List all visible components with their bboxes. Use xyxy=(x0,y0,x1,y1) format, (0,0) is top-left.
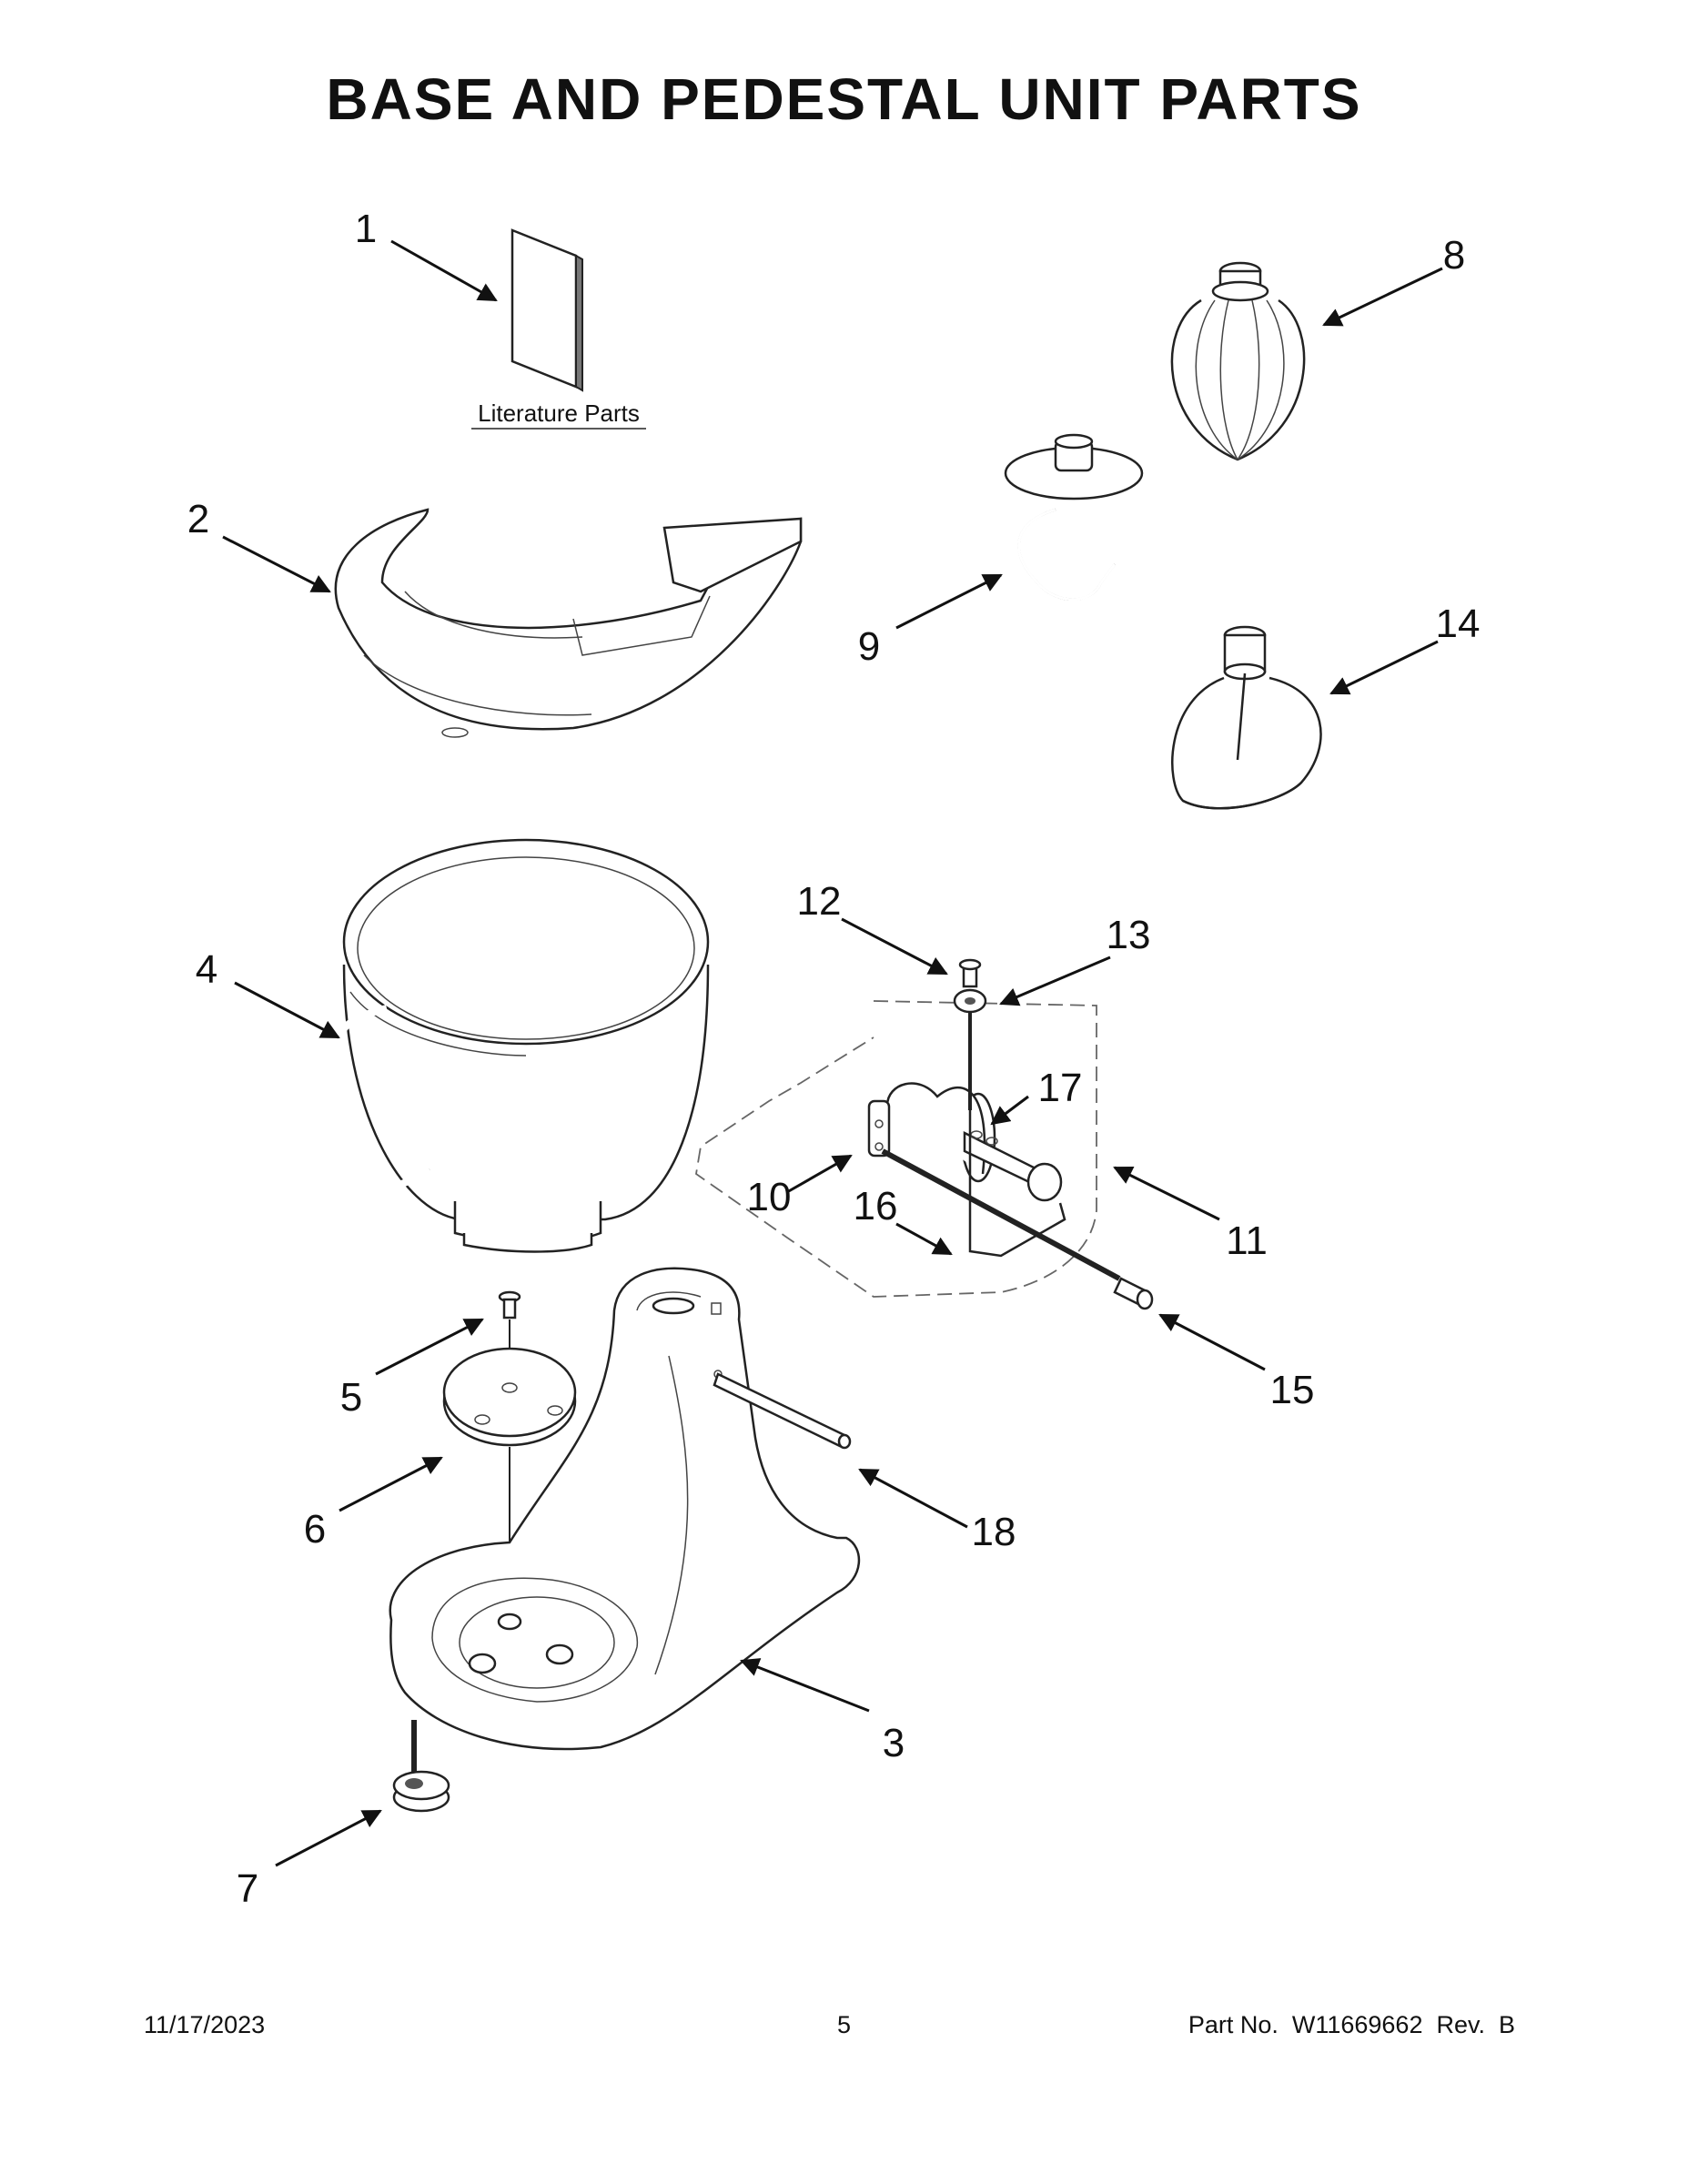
screw-part xyxy=(498,1290,521,1374)
literature-parts-label: Literature Parts xyxy=(478,399,640,427)
callout-3: 3 xyxy=(883,1721,905,1765)
arrow-14 xyxy=(1329,640,1439,695)
callout-17: 17 xyxy=(1038,1066,1083,1110)
wire-whip-part xyxy=(1170,261,1306,461)
arrow-16 xyxy=(895,1222,953,1256)
arrow-5 xyxy=(375,1318,484,1376)
callout-9: 9 xyxy=(858,624,880,669)
callout-13: 13 xyxy=(1107,913,1151,957)
arrow-1 xyxy=(390,239,498,302)
literature-booklet-part xyxy=(471,228,646,430)
arrow-6 xyxy=(339,1456,443,1512)
callout-arrows xyxy=(222,239,1443,1867)
dough-hook-part xyxy=(1004,433,1144,602)
footer-date: 11/17/2023 xyxy=(144,2011,266,2038)
callout-8: 8 xyxy=(1443,233,1465,278)
callout-18: 18 xyxy=(972,1510,1016,1554)
callout-4: 4 xyxy=(196,947,217,992)
callout-6: 6 xyxy=(304,1507,326,1552)
arrow-10 xyxy=(786,1154,853,1194)
foot-part xyxy=(392,1720,450,1813)
callout-16: 16 xyxy=(854,1184,898,1228)
callout-5: 5 xyxy=(340,1375,362,1420)
pedestal-base-part xyxy=(389,1267,861,1751)
callout-12: 12 xyxy=(797,879,842,924)
callout-1: 1 xyxy=(355,207,377,251)
arrow-8 xyxy=(1322,267,1443,327)
mixing-bowl-part xyxy=(331,838,710,1253)
callout-14: 14 xyxy=(1436,602,1481,646)
bowl-clamp-assembly xyxy=(695,958,1154,1310)
arrow-11 xyxy=(1113,1166,1220,1221)
callout-15: 15 xyxy=(1270,1368,1315,1412)
arrow-9 xyxy=(895,573,1003,630)
clamp-plate-part xyxy=(442,1347,577,1620)
arrow-4 xyxy=(234,981,340,1039)
arrow-18 xyxy=(858,1468,968,1529)
callout-2: 2 xyxy=(187,497,209,541)
arrow-13 xyxy=(999,956,1111,1006)
callout-10: 10 xyxy=(747,1175,792,1219)
footer-part-number: Part No. W11669662 Rev. B xyxy=(1188,2011,1515,2038)
arrow-12 xyxy=(841,917,948,976)
page-title: BASE AND PEDESTAL UNIT PARTS xyxy=(326,66,1362,132)
pouring-shield-part xyxy=(334,508,803,738)
arrow-3 xyxy=(740,1658,870,1713)
footer-page-number: 5 xyxy=(836,2011,852,2038)
arrow-17 xyxy=(990,1095,1029,1126)
callout-11: 11 xyxy=(1226,1218,1268,1263)
arrow-2 xyxy=(222,535,331,593)
callout-7: 7 xyxy=(237,1866,258,1911)
arrow-7 xyxy=(275,1809,382,1867)
callout-numbers: 1 2 3 4 5 6 7 8 9 10 11 12 13 14 15 16 1… xyxy=(187,207,1481,1911)
arrow-15 xyxy=(1158,1313,1266,1371)
flat-beater-part xyxy=(1171,625,1322,810)
